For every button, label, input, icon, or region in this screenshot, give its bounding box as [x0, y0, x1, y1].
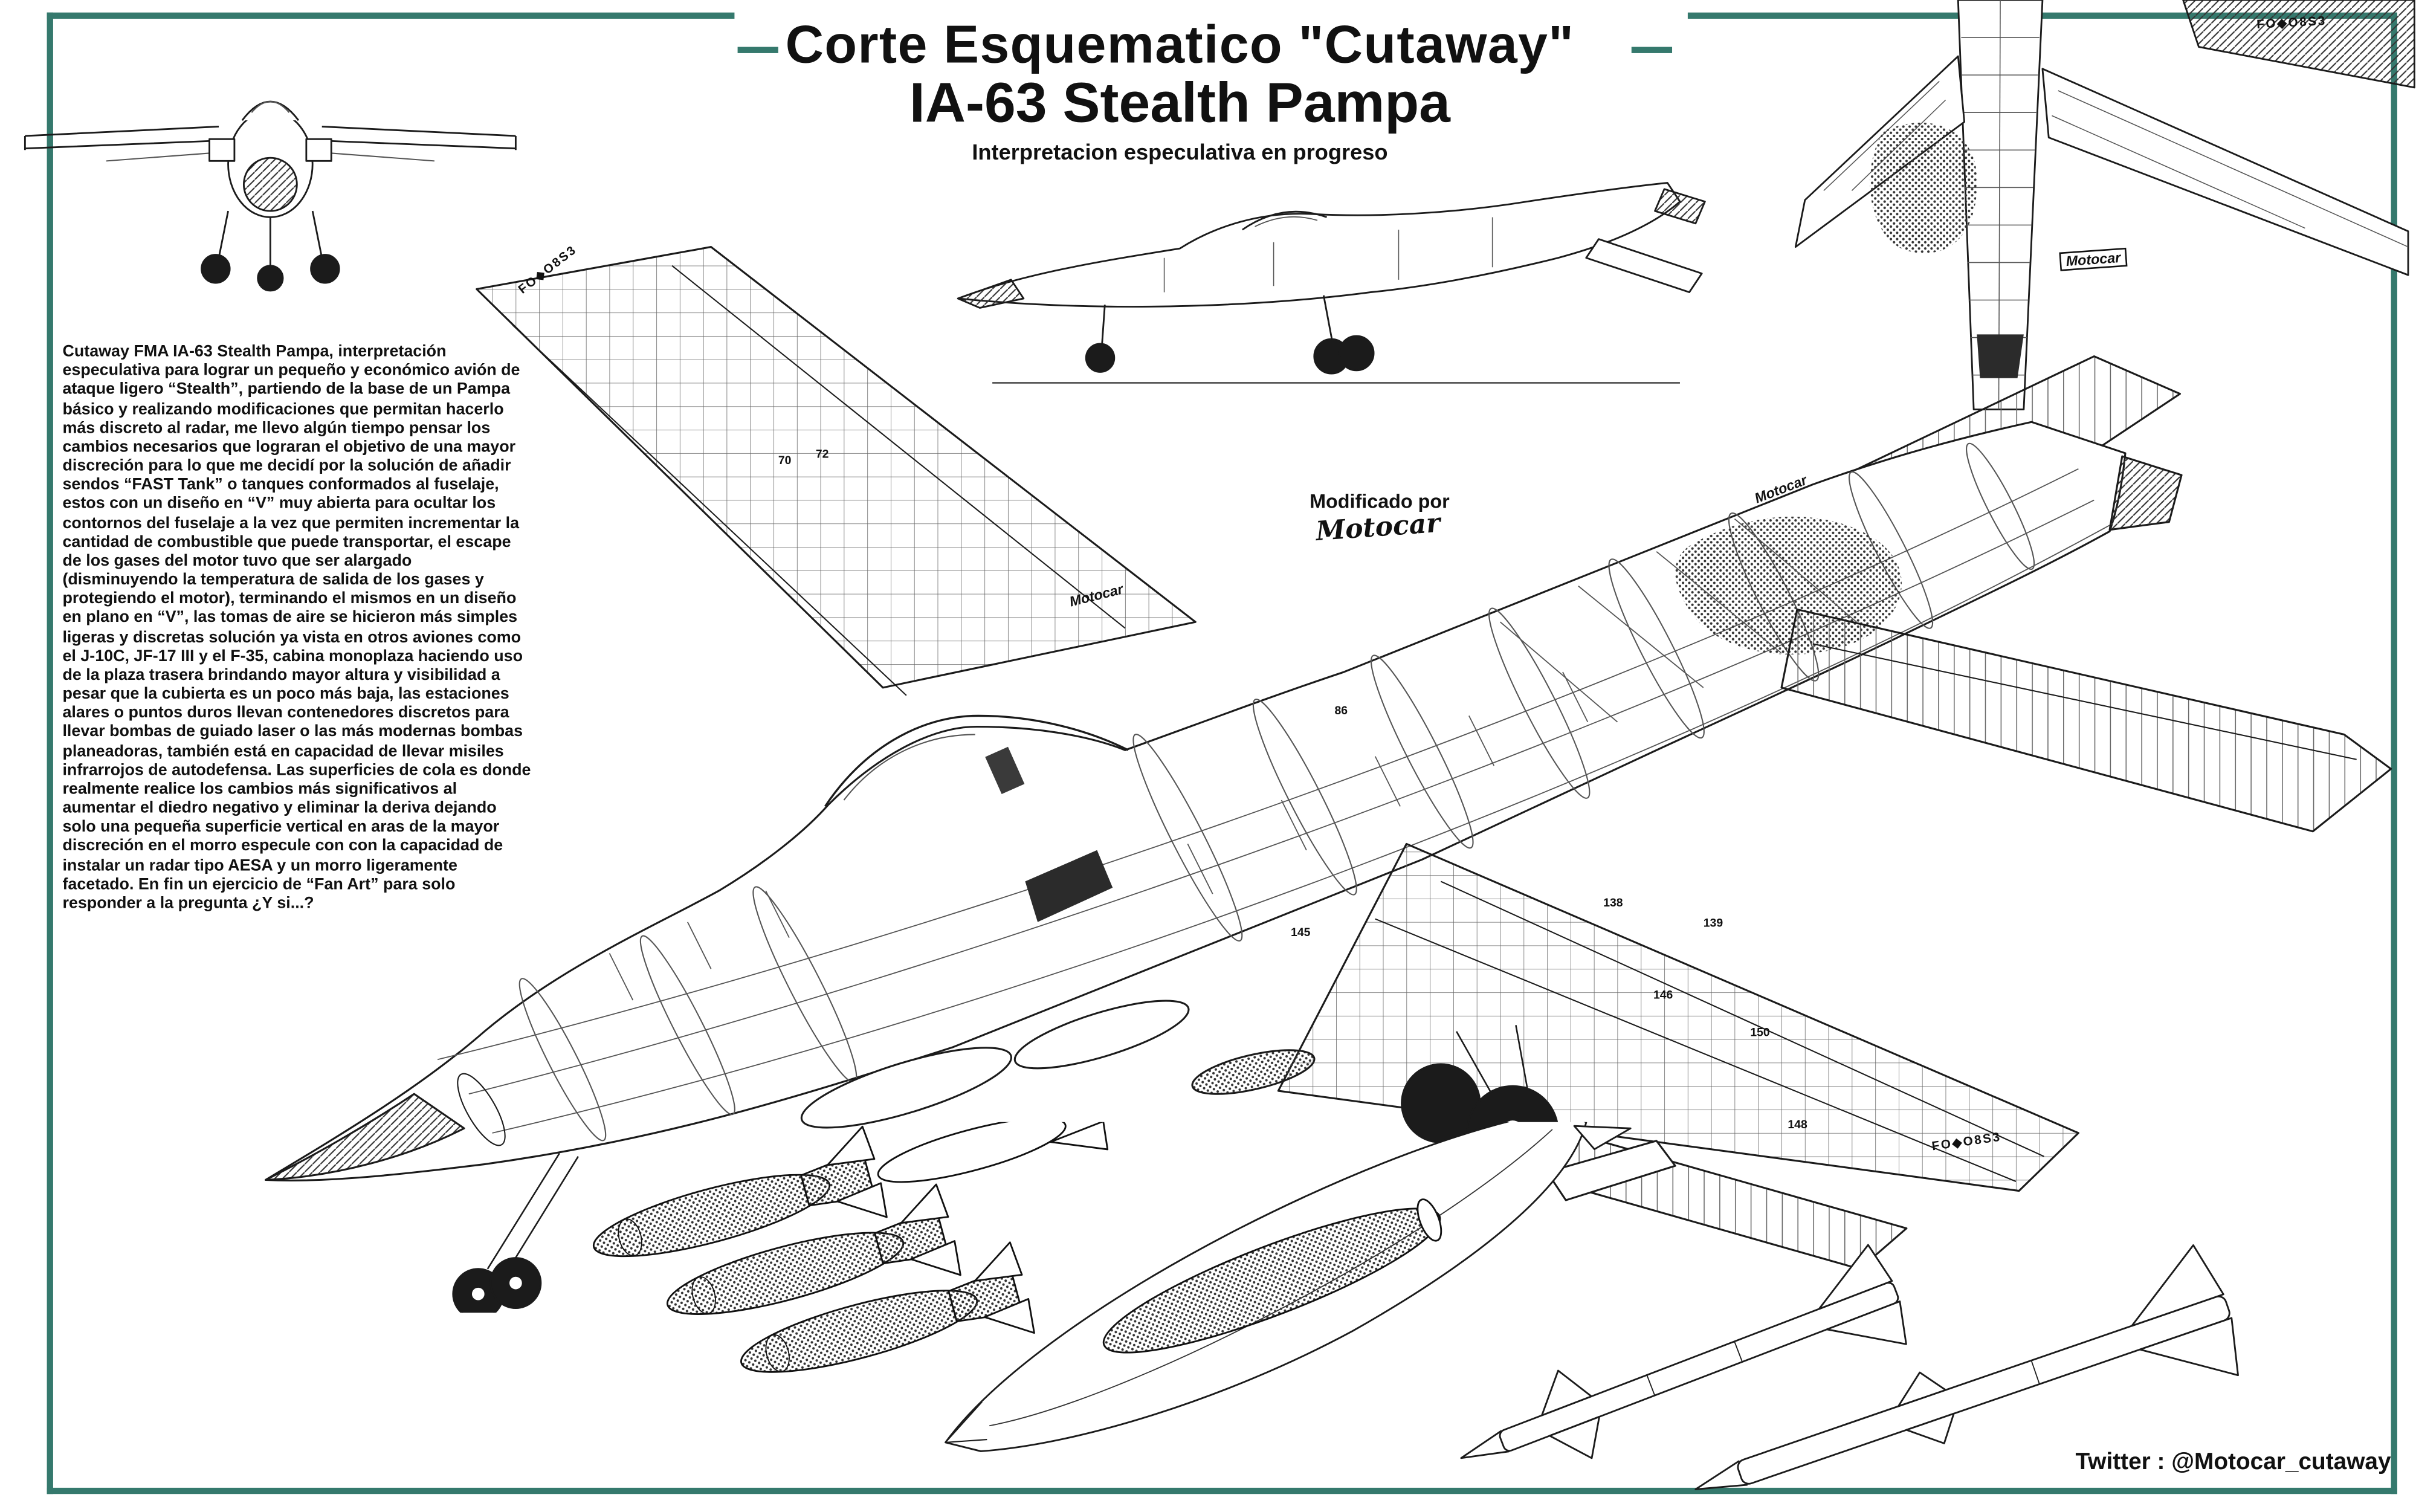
frame-right-line: [2391, 12, 2397, 1494]
callout-number: 72: [815, 447, 829, 461]
stealth-pod: [945, 1122, 1632, 1452]
top-view-fragment-drawing: [1794, 0, 2415, 410]
modified-by-signature: Motocar: [1314, 508, 1441, 549]
callout-number: 148: [1788, 1117, 1807, 1132]
description-paragraph: Cutaway FMA IA-63 Stealth Pampa, interpr…: [62, 343, 531, 913]
main-cutaway-drawing: [265, 246, 2392, 1313]
missile-long: [1694, 1244, 2239, 1490]
frame-title-dash-right: [1631, 47, 1673, 53]
callout-number: 86: [1334, 703, 1348, 717]
modified-by-label: Modificado por: [1310, 491, 1450, 513]
callout-number: 138: [1603, 895, 1623, 910]
callout-number: 145: [1291, 925, 1311, 940]
page-tagline: Interpretacion especulativa en progreso: [972, 138, 1388, 164]
modified-by-credit: Modificado por Motocar: [1310, 491, 1450, 548]
frame-bottom-line: [47, 1487, 2397, 1494]
weapons-drawing: [581, 1122, 2239, 1490]
callout-number: 139: [1703, 916, 1723, 930]
missile-short: [1460, 1244, 1907, 1459]
frame-title-dash-left: [737, 47, 778, 53]
frame-top-line-left: [47, 12, 735, 19]
title-block: Corte Esquematico "Cutaway" IA-63 Stealt…: [656, 19, 1704, 164]
twitter-credit: Twitter : @Motocar_cutaway: [2075, 1449, 2391, 1476]
page-title: Corte Esquematico "Cutaway": [785, 15, 1575, 76]
front-view-drawing: [24, 100, 517, 292]
side-view-drawing: [957, 182, 1706, 384]
page-subtitle: IA-63 Stealth Pampa: [909, 70, 1450, 135]
callout-number: 70: [778, 453, 792, 468]
callout-number: 150: [1750, 1025, 1770, 1039]
frame-left-line: [47, 12, 53, 1494]
callout-number: 146: [1653, 987, 1673, 1002]
